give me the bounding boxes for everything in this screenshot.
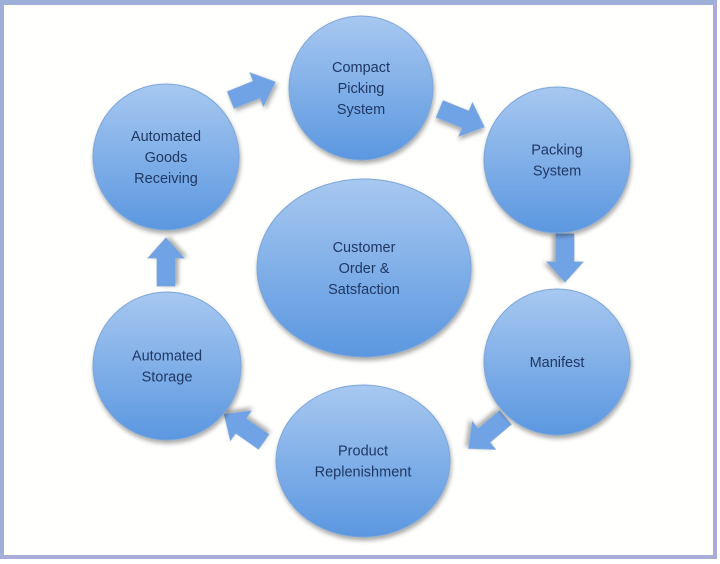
arrow-automated-storage-to-automated-goods-receiving — [147, 237, 185, 287]
node-manifest-circle — [483, 288, 631, 436]
node-manifest: Manifest — [483, 288, 631, 436]
arrow-product-replenishment-to-automated-storage — [223, 410, 270, 450]
node-automated-goods-receiving-label-line: Automated — [131, 129, 201, 145]
node-customer-order-circle — [256, 178, 472, 358]
arrow-manifest-to-product-replenishment — [468, 410, 512, 450]
node-customer-order-label-line: Satsfaction — [328, 282, 400, 298]
node-manifest-label-line: Manifest — [530, 355, 585, 371]
node-product-replenishment-label-line: Replenishment — [315, 465, 412, 481]
arrow-packing-system-to-manifest — [546, 233, 584, 283]
node-compact-picking-label-line: Compact — [332, 60, 390, 76]
node-compact-picking-label-line: Picking — [338, 81, 385, 97]
node-compact-picking-label-line: System — [337, 102, 385, 118]
arrow-automated-goods-receiving-to-compact-picking — [226, 72, 276, 109]
node-packing-system-circle — [483, 86, 631, 234]
node-compact-picking-circle — [288, 15, 434, 161]
node-automated-goods-receiving-circle — [92, 83, 240, 231]
node-product-replenishment-label-line: Product — [338, 444, 388, 460]
node-packing-system-label-line: Packing — [531, 143, 583, 159]
node-automated-goods-receiving-label-line: Receiving — [134, 171, 198, 187]
arrow-compact-picking-to-packing-system — [435, 100, 485, 137]
node-automated-storage-label-line: Automated — [132, 349, 202, 365]
node-automated-storage-circle — [92, 291, 242, 441]
node-customer-order-label-line: Customer — [333, 240, 396, 256]
node-packing-system-label-line: System — [533, 164, 581, 180]
node-automated-goods-receiving-label-line: Goods — [145, 150, 188, 166]
node-product-replenishment-circle — [275, 384, 451, 538]
node-customer-order-label-line: Order & — [339, 261, 390, 277]
node-automated-storage-label-line: Storage — [142, 370, 193, 386]
